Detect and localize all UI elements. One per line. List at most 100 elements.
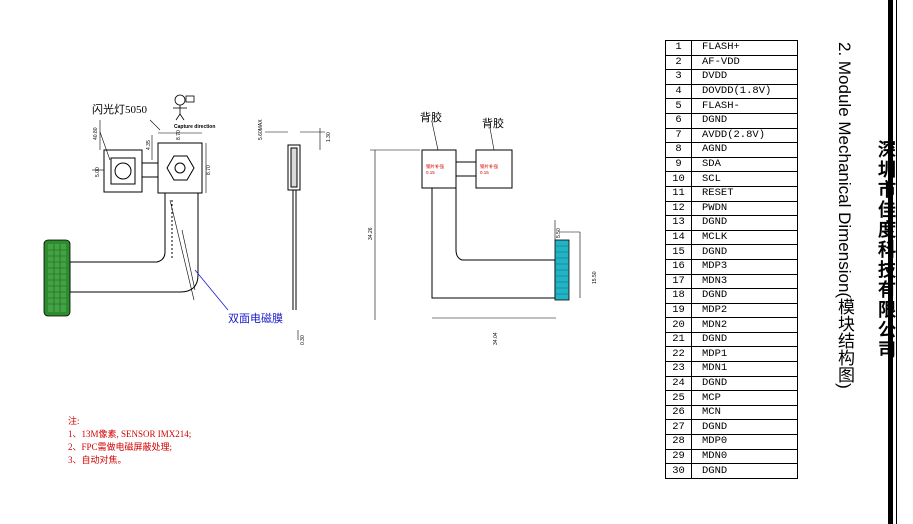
fpc-back-outline bbox=[431, 188, 556, 299]
pin-number: 14 bbox=[665, 229, 692, 246]
frame-border-thin bbox=[896, 0, 897, 524]
pin-number: 9 bbox=[665, 156, 692, 173]
pin-signal: RESET bbox=[691, 185, 798, 202]
pin-signal: MCN bbox=[691, 404, 798, 421]
pin-signal: FLASH- bbox=[691, 98, 798, 114]
pin-signal: MDN2 bbox=[691, 317, 798, 333]
pin-signal: AVDD(2.8V) bbox=[691, 127, 798, 144]
pin-signal: MDP2 bbox=[691, 302, 798, 319]
stiffener-left-label: 钢片补强 bbox=[426, 163, 444, 170]
notes-block: 注: 1、13M像素, SENSOR IMX214; 2、FPC需做电磁屏蔽处理… bbox=[68, 415, 191, 467]
pin-signal: MDN3 bbox=[691, 273, 798, 290]
dim-1-30: 1.30 bbox=[326, 132, 332, 142]
pin-signal: MDN1 bbox=[691, 361, 798, 377]
pin-number: 12 bbox=[665, 200, 692, 217]
dim-0-30: 0.30 bbox=[300, 335, 306, 345]
pin-signal: DGND bbox=[691, 419, 798, 436]
pin-number: 27 bbox=[665, 419, 692, 436]
pin-signal: DGND bbox=[691, 463, 798, 479]
pin-signal: DGND bbox=[691, 375, 798, 392]
flash-housing bbox=[103, 149, 143, 193]
dim-5-00: 5.00 bbox=[95, 167, 101, 177]
back-view bbox=[370, 149, 581, 320]
pin-signal: DGND bbox=[691, 244, 798, 260]
drawing-subtitle: 2. Module Mechanical Dimension(模块结构图) bbox=[835, 42, 854, 389]
dim-34-04: 34.04 bbox=[493, 332, 499, 345]
dim-8-70-top: 8.70 bbox=[176, 130, 182, 140]
pin-number: 28 bbox=[665, 434, 692, 450]
stiffener-right-label: 钢片补强 bbox=[480, 163, 498, 170]
dim-8-70-side: 8.70 bbox=[206, 165, 212, 175]
pin-number: 6 bbox=[665, 112, 692, 129]
pin-number: 10 bbox=[665, 171, 692, 187]
pin-number: 17 bbox=[665, 273, 692, 290]
dim-4-35: 4.35 bbox=[146, 140, 152, 150]
pin-number: 11 bbox=[665, 185, 692, 202]
emi-film-label: 双面电磁膜 bbox=[228, 312, 283, 325]
pin-number: 13 bbox=[665, 215, 692, 231]
pin-number: 20 bbox=[665, 317, 692, 333]
pin-number: 21 bbox=[665, 331, 692, 348]
pin-number: 29 bbox=[665, 448, 692, 465]
pin-signal: MDP1 bbox=[691, 346, 798, 363]
pin-number: 16 bbox=[665, 258, 692, 275]
dim-40-80: 40.80 bbox=[93, 127, 99, 140]
pin-number: 7 bbox=[665, 127, 692, 144]
pin-number: 4 bbox=[665, 83, 692, 100]
pin-signal: DGND bbox=[691, 112, 798, 129]
back-glue-right-label: 背胶 bbox=[482, 116, 504, 130]
stiffener-right-thickness: 0.15 bbox=[480, 170, 489, 175]
front-view bbox=[69, 119, 207, 301]
connector-left bbox=[43, 239, 71, 317]
dim-34-26: 34.26 bbox=[368, 227, 374, 240]
pin-number: 15 bbox=[665, 244, 692, 260]
pin-number: 18 bbox=[665, 288, 692, 304]
note-1: 1、13M像素, SENSOR IMX214; bbox=[68, 429, 192, 439]
pin-number: 22 bbox=[665, 346, 692, 363]
fpc-outline bbox=[69, 193, 199, 293]
pin-number: 19 bbox=[665, 302, 692, 319]
pin-signal: FLASH+ bbox=[691, 40, 798, 56]
frame-border bbox=[888, 0, 893, 524]
dim-5-50: 5.50 bbox=[556, 228, 562, 238]
side-view bbox=[265, 128, 325, 340]
notes-heading: 注: bbox=[68, 416, 80, 426]
capture-direction-label: Capture direction bbox=[174, 124, 215, 130]
pin-signal: PWDN bbox=[691, 200, 798, 217]
flash-label: 闪光灯5050 bbox=[92, 102, 147, 116]
pin-signal: SDA bbox=[691, 156, 798, 173]
pin-number: 1 bbox=[665, 40, 692, 56]
pin-signal: MDP0 bbox=[691, 434, 798, 450]
pin-signal: AGND bbox=[691, 142, 798, 158]
emi-leader bbox=[194, 269, 229, 311]
pin-signal: DOVDD(1.8V) bbox=[691, 83, 798, 100]
pin-signal: SCL bbox=[691, 171, 798, 187]
